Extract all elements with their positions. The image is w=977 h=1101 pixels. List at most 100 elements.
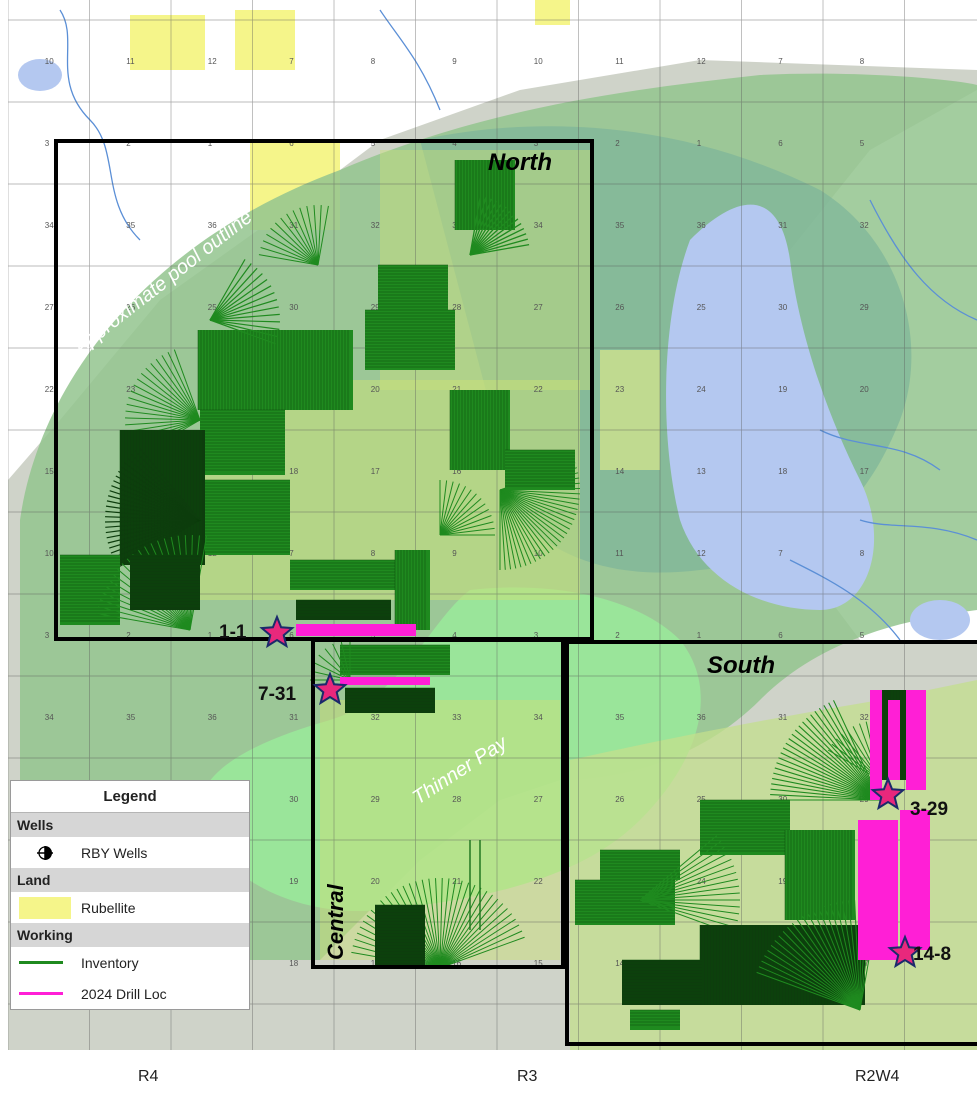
north-inventory-wells bbox=[60, 160, 580, 631]
range-label-r2w4: R2W4 bbox=[855, 1068, 900, 1085]
section-number: 14 bbox=[615, 467, 624, 476]
magenta-line-icon bbox=[19, 982, 81, 1006]
section-number: 34 bbox=[534, 713, 543, 722]
section-number: 10 bbox=[534, 57, 543, 66]
well-symbol-icon bbox=[19, 841, 81, 865]
section-number: 7 bbox=[289, 549, 294, 558]
section-number: 20 bbox=[371, 385, 380, 394]
section-number: 29 bbox=[860, 303, 869, 312]
well-star-icon bbox=[887, 934, 923, 969]
section-number: 7 bbox=[289, 57, 294, 66]
range-label-r4: R4 bbox=[138, 1068, 159, 1085]
section-number: 34 bbox=[45, 221, 54, 230]
section-number: 36 bbox=[208, 221, 217, 230]
section-number: 1 bbox=[208, 139, 213, 148]
section-number: 11 bbox=[615, 549, 624, 558]
section-number: 35 bbox=[126, 713, 135, 722]
section-number: 20 bbox=[860, 385, 869, 394]
south-label: South bbox=[707, 652, 775, 679]
section-number: 35 bbox=[615, 713, 624, 722]
section-number: 19 bbox=[778, 877, 787, 886]
drill-2024-lines bbox=[296, 624, 930, 960]
section-number: 4 bbox=[452, 139, 457, 148]
section-number: 22 bbox=[45, 385, 54, 394]
section-number: 6 bbox=[778, 631, 783, 640]
section-number: 13 bbox=[697, 467, 706, 476]
well-label-14-8: 14-8 bbox=[913, 944, 951, 965]
section-number: 3 bbox=[45, 139, 50, 148]
section-number: 8 bbox=[371, 57, 376, 66]
section-number: 36 bbox=[697, 221, 706, 230]
rubellite-parcel bbox=[235, 10, 295, 70]
legend-item-drill-loc: 2024 Drill Loc bbox=[11, 978, 249, 1009]
water-lines bbox=[19, 9, 977, 961]
section-number: 1 bbox=[697, 139, 702, 148]
section-number: 20 bbox=[371, 877, 380, 886]
section-number: 32 bbox=[371, 221, 380, 230]
green-line-icon bbox=[19, 951, 81, 975]
section-number: 24 bbox=[697, 385, 706, 394]
section-number: 7 bbox=[778, 57, 783, 66]
well-label-7-31: 7-31 bbox=[258, 684, 296, 705]
section-number: 28 bbox=[452, 303, 461, 312]
white-land-north bbox=[8, 0, 977, 480]
section-number: 18 bbox=[289, 467, 298, 476]
section-number: 36 bbox=[208, 713, 217, 722]
section-number: 2 bbox=[126, 139, 131, 148]
section-number: 18 bbox=[289, 959, 298, 968]
section-number: 26 bbox=[126, 303, 135, 312]
section-number: 21 bbox=[452, 877, 461, 886]
well-star-icon bbox=[259, 614, 295, 649]
section-number: 34 bbox=[534, 221, 543, 230]
small-lake bbox=[18, 59, 62, 91]
section-number: 22 bbox=[534, 877, 543, 886]
section-number: 10 bbox=[45, 57, 54, 66]
legend-item-rby-wells: RBY Wells bbox=[11, 837, 249, 868]
well-label-1-1: 1-1 bbox=[219, 622, 247, 643]
section-number: 10 bbox=[45, 549, 54, 558]
rubellite-parcel bbox=[130, 15, 205, 70]
range-label-r3: R3 bbox=[517, 1068, 538, 1085]
map-canvas: 1011127891011127832165432165343536313233… bbox=[8, 0, 977, 1050]
section-number: 2 bbox=[615, 631, 620, 640]
section-number: 5 bbox=[860, 631, 865, 640]
section-number: 17 bbox=[860, 467, 869, 476]
section-number: 22 bbox=[534, 385, 543, 394]
rubellite-land bbox=[600, 350, 660, 470]
section-number: 27 bbox=[534, 795, 543, 804]
section-number: 35 bbox=[615, 221, 624, 230]
section-number: 8 bbox=[371, 549, 376, 558]
section-number: 14 bbox=[615, 959, 624, 968]
section-number: 27 bbox=[534, 303, 543, 312]
section-number: 12 bbox=[697, 57, 706, 66]
section-number: 29 bbox=[371, 303, 380, 312]
central-inventory-wells bbox=[310, 640, 525, 969]
section-number: 31 bbox=[289, 713, 298, 722]
legend-item-rubellite: Rubellite bbox=[11, 892, 249, 923]
section-number: 8 bbox=[860, 57, 865, 66]
legend-label: 2024 Drill Loc bbox=[81, 985, 167, 1002]
section-number: 31 bbox=[778, 713, 787, 722]
section-number: 18 bbox=[778, 467, 787, 476]
section-number: 16 bbox=[452, 467, 461, 476]
section-number: 24 bbox=[697, 877, 706, 886]
legend-label: Inventory bbox=[81, 954, 139, 971]
lake-region bbox=[666, 204, 875, 610]
section-number: 2 bbox=[126, 631, 131, 640]
section-number: 25 bbox=[208, 303, 217, 312]
well-star-icon bbox=[312, 671, 348, 706]
section-number: 32 bbox=[371, 713, 380, 722]
section-number: 6 bbox=[289, 139, 294, 148]
section-number: 6 bbox=[289, 631, 294, 640]
section-number: 23 bbox=[126, 385, 135, 394]
section-number: 25 bbox=[697, 303, 706, 312]
section-number: 1 bbox=[208, 631, 213, 640]
section-number: 1 bbox=[697, 631, 702, 640]
legend-section-wells: Wells bbox=[11, 813, 249, 837]
section-number: 19 bbox=[778, 385, 787, 394]
rubellite-land bbox=[320, 700, 560, 960]
section-number: 21 bbox=[452, 385, 461, 394]
section-number: 33 bbox=[452, 713, 461, 722]
section-number: 12 bbox=[208, 57, 217, 66]
well-markers bbox=[259, 614, 923, 969]
